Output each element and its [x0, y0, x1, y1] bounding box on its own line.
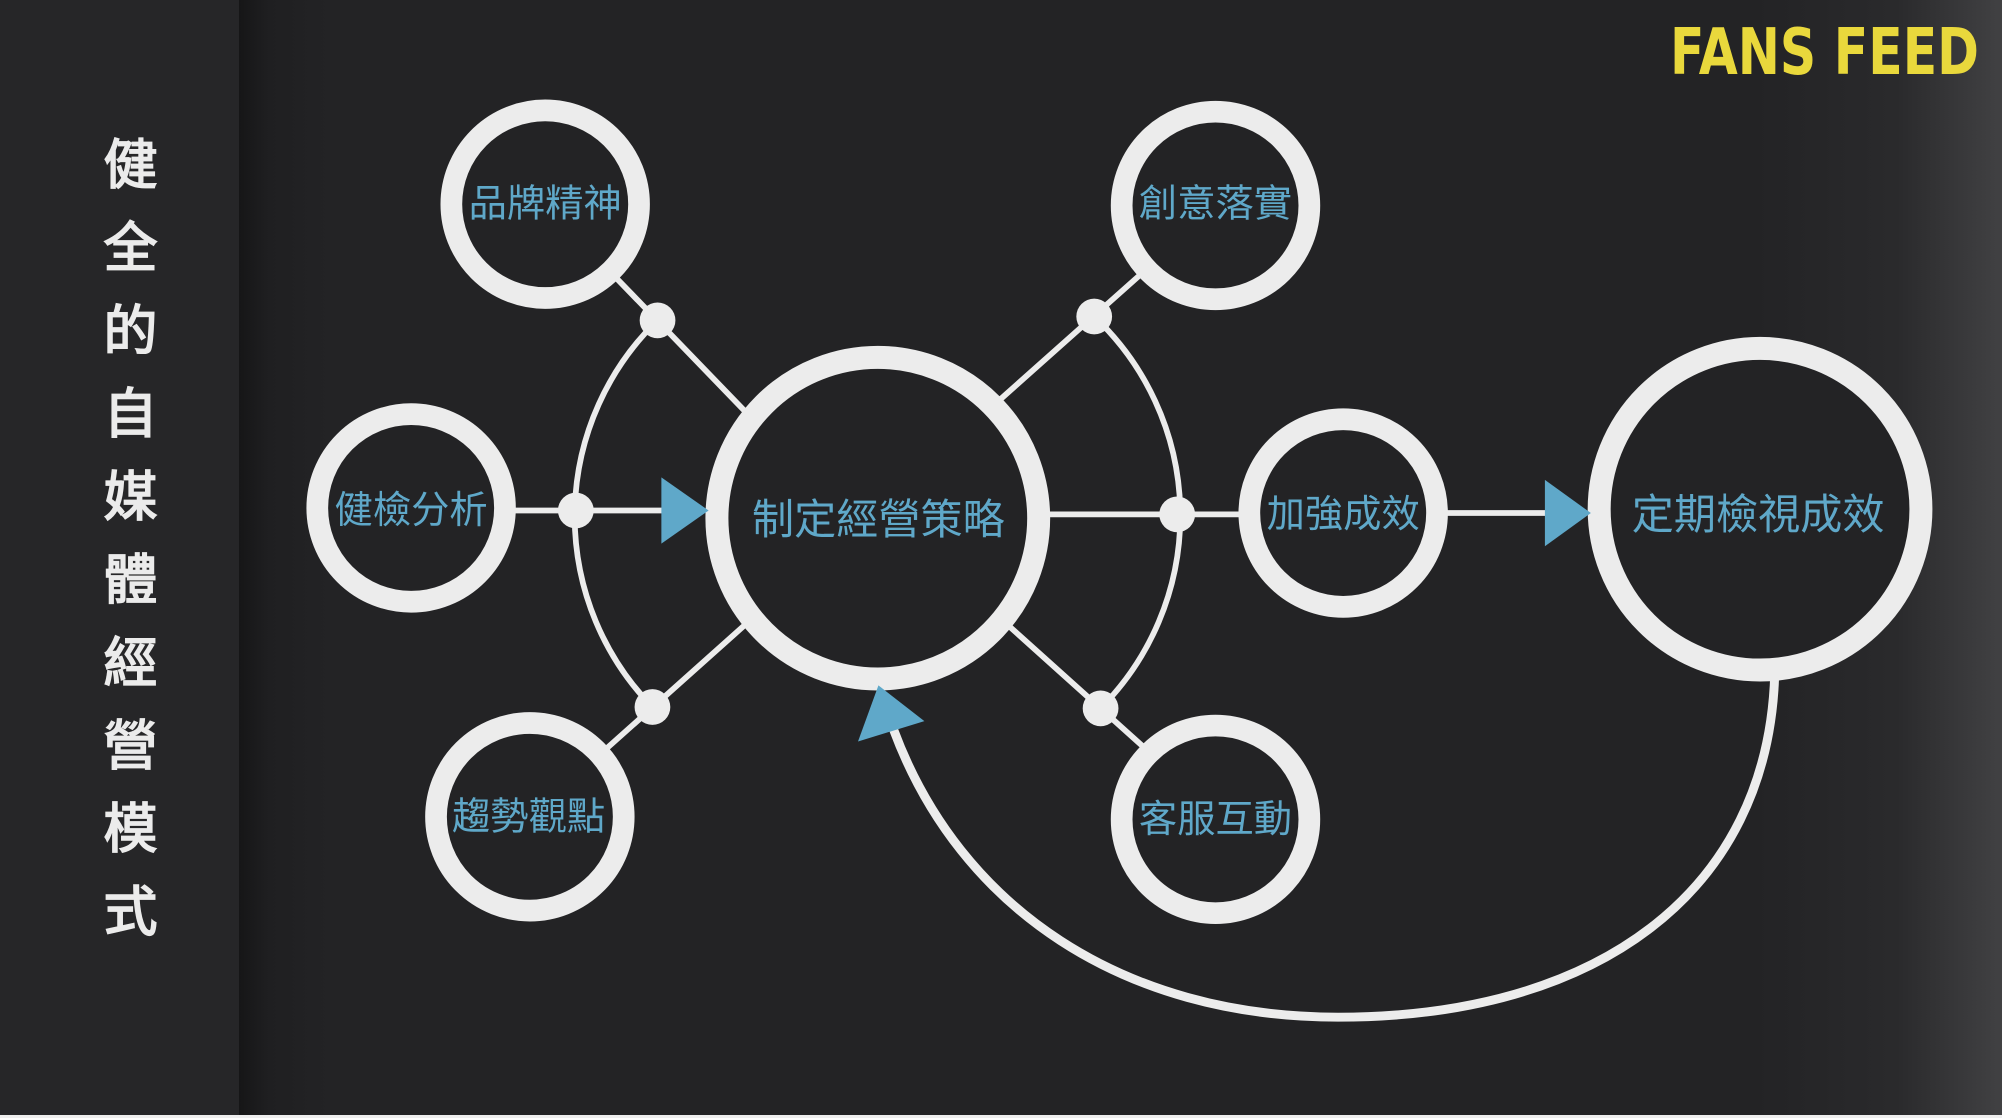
- junction-dot: [634, 689, 671, 725]
- feedback-arc: [889, 673, 1780, 1022]
- node-label-trend: 趨勢觀點: [452, 794, 605, 839]
- junction-dot: [1159, 496, 1196, 533]
- node-label-enhance: 加強成效: [1267, 492, 1420, 537]
- node-ring-trend: [425, 712, 635, 922]
- arrow-head-into-review: [1544, 479, 1591, 547]
- node-ring-brand: [440, 99, 650, 309]
- node-label-analysis: 健檢分析: [335, 488, 488, 533]
- connector-brand-to-strategy: [607, 268, 757, 423]
- node-ring-analysis: [306, 403, 516, 613]
- node-label-brand: 品牌精神: [469, 182, 622, 227]
- node-rings: [306, 99, 1933, 925]
- node-label-strategy: 制定經營策略: [752, 495, 1005, 544]
- junction-dot: [1082, 690, 1119, 727]
- arrow-head-feedback: [858, 685, 925, 742]
- sidebar-panel: [0, 0, 239, 1118]
- connector-strategy-to-service: [996, 614, 1155, 758]
- junction-dot: [557, 492, 594, 529]
- fans-feed-logo: FANS FEED: [1670, 16, 1979, 90]
- node-ring-creative: [1110, 100, 1321, 311]
- connector-strategy-to-creative: [993, 265, 1151, 407]
- connector-trend-to-strategy: [597, 612, 759, 758]
- node-ring-review: [1587, 336, 1933, 682]
- node-label-review: 定期檢視成效: [1632, 490, 1885, 539]
- node-ring-enhance: [1238, 408, 1448, 618]
- node-label-service: 客服互動: [1139, 797, 1292, 842]
- junction-dot: [639, 302, 676, 339]
- node-labels: 品牌精神 健檢分析 趨勢觀點 制定經營策略 創意落實 加強成效 客服互動 定期檢…: [335, 182, 1885, 842]
- node-label-creative: 創意落實: [1139, 182, 1292, 227]
- junction-dots: [557, 298, 1196, 727]
- arrow-head-into-strategy: [661, 477, 709, 544]
- node-ring-strategy: [705, 345, 1051, 691]
- arrow-heads: [661, 477, 1591, 742]
- node-ring-service: [1110, 714, 1321, 925]
- connectors: [501, 265, 1780, 1022]
- bottom-edge-divider: [0, 1115, 2002, 1118]
- slide-title: 健全的自媒體經營模式: [94, 136, 157, 966]
- junction-dot: [1076, 298, 1113, 335]
